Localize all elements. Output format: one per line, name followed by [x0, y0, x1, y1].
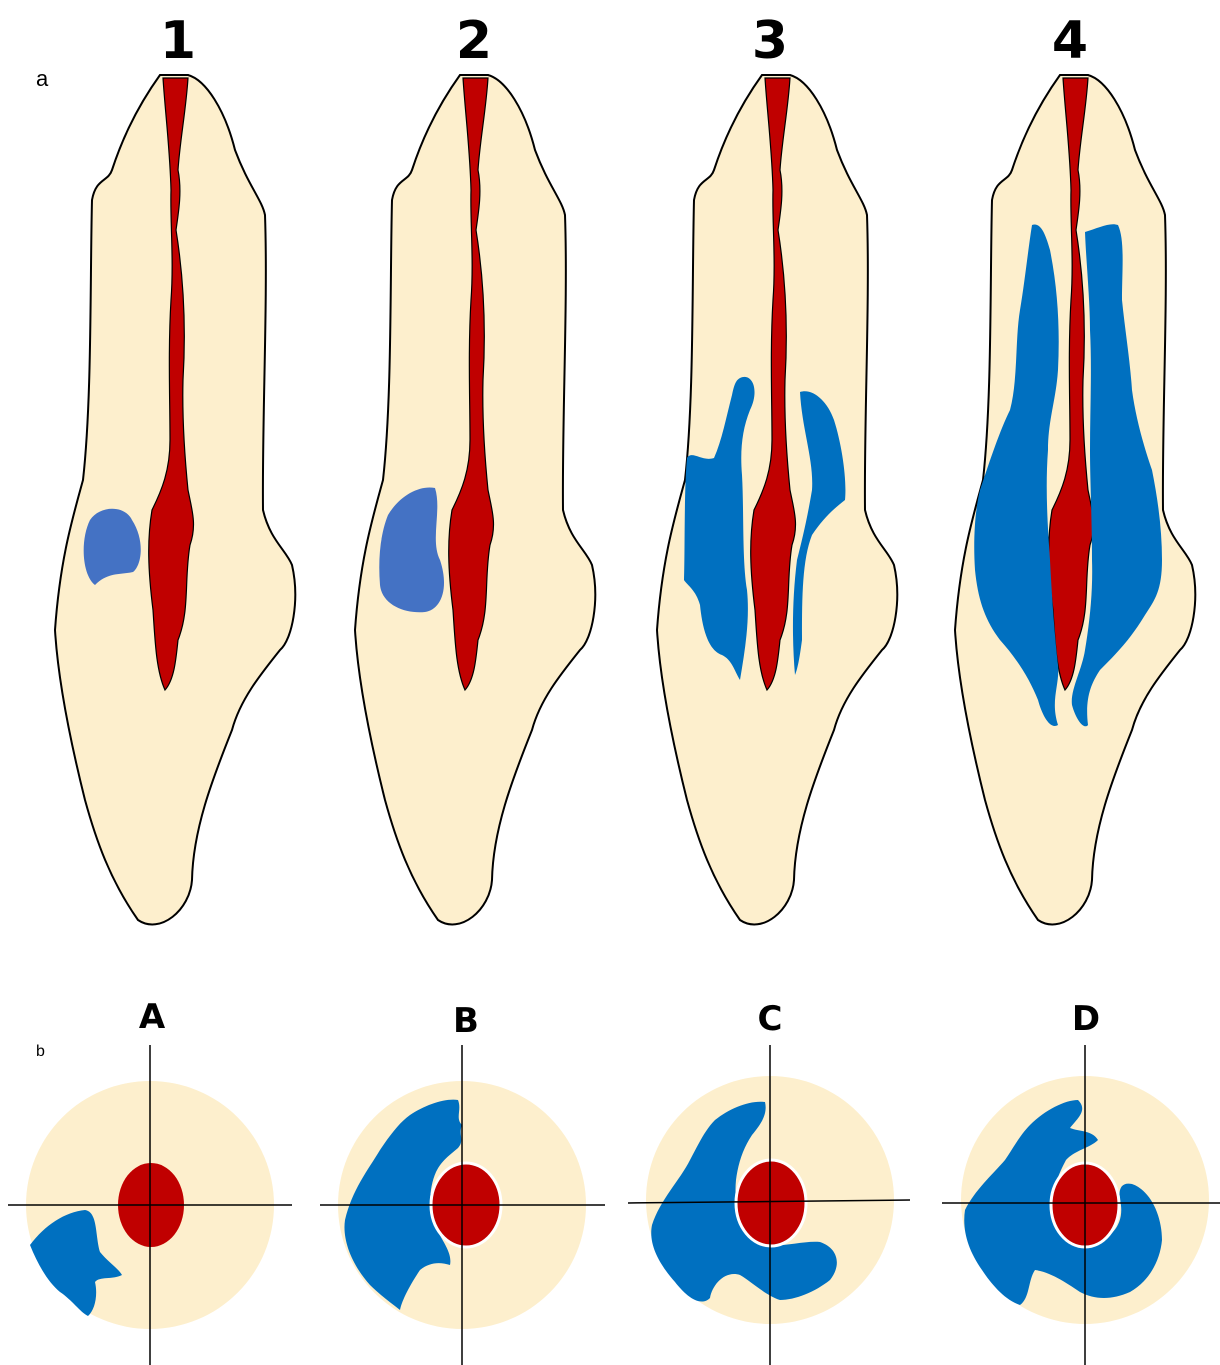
cross-section-b: B [320, 1001, 605, 1365]
cross-section-d: D [942, 999, 1220, 1365]
cross-section-c: C [628, 999, 910, 1365]
panel-b-label: b [36, 1043, 45, 1060]
section-d-letter: D [1072, 999, 1100, 1039]
tooth-1: 1 [55, 11, 295, 924]
panel-a-label: a [36, 66, 49, 91]
tooth-1-number: 1 [160, 11, 196, 71]
cross-section-a: A [8, 997, 292, 1365]
tooth-4: 4 [955, 11, 1195, 924]
tooth-2: 2 [355, 11, 595, 924]
section-c-letter: C [758, 999, 783, 1039]
tooth-3-number: 3 [752, 11, 788, 71]
tooth-4-number: 4 [1052, 11, 1088, 71]
tooth-2-number: 2 [456, 11, 492, 71]
section-c-pulp [736, 1160, 806, 1246]
section-a-letter: A [139, 997, 166, 1037]
section-b-letter: B [453, 1001, 479, 1041]
tooth-3: 3 [657, 11, 897, 924]
